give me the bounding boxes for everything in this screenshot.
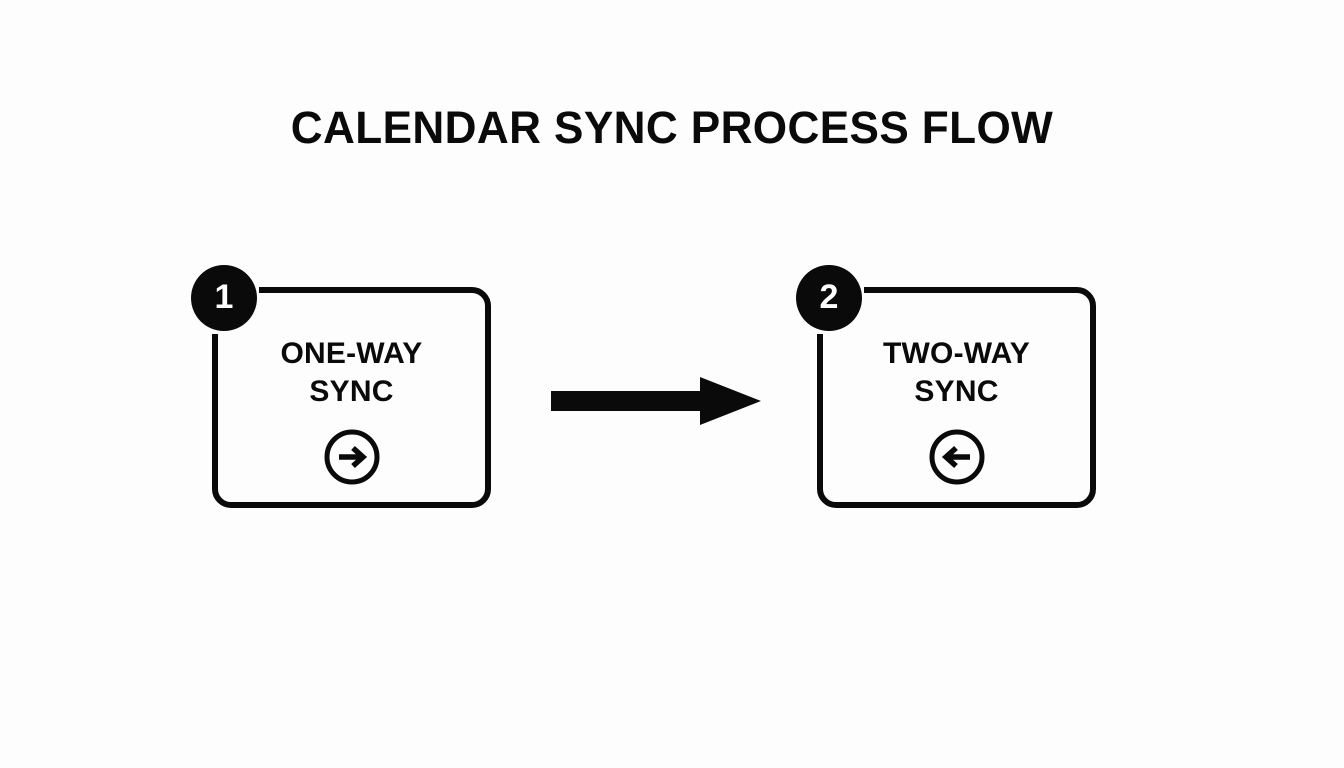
card-content: TWO-WAY SYNC [817,287,1096,508]
step-number: 1 [214,278,234,316]
step-number-badge: 1 [191,265,257,331]
step-number: 2 [819,278,839,316]
step-card-two-way-sync[interactable]: TWO-WAY SYNC 2 [796,265,1096,508]
step-label: ONE-WAY SYNC [280,337,423,408]
arrow-right-icon [551,377,761,425]
card-outline [817,287,1096,508]
step-card-one-way-sync[interactable]: ONE-WAY SYNC 1 [191,265,491,508]
step-label: TWO-WAY SYNC [883,337,1030,408]
page-title: CALENDAR SYNC PROCESS FLOW [290,102,1054,153]
step-number-badge: 2 [796,265,862,331]
circle-arrow-left-icon [929,429,984,485]
card-content: ONE-WAY SYNC [212,287,491,508]
card-outline [212,287,491,508]
circle-arrow-right-icon [324,429,379,485]
